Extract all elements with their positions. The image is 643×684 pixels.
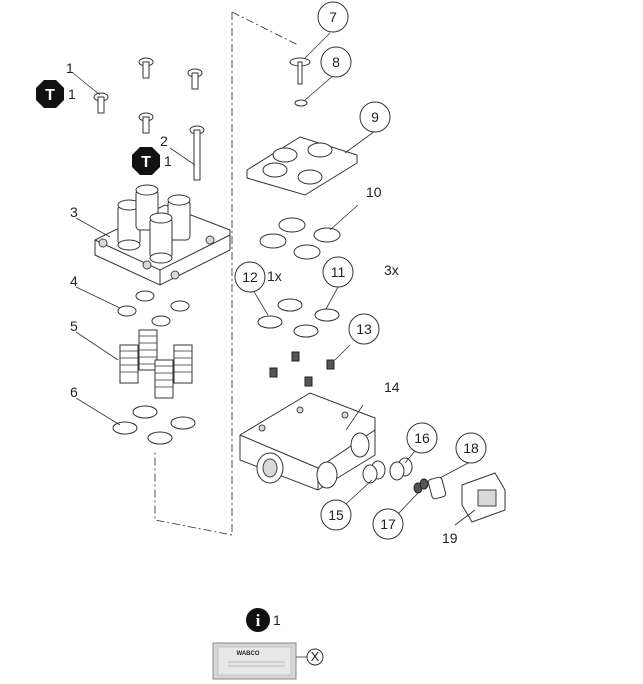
assembly-guide-lines xyxy=(154,11,299,536)
callout-8-circle xyxy=(320,46,352,78)
item-3-cover-block xyxy=(94,184,231,286)
item-11-12-membranes xyxy=(257,298,340,338)
callout-3: 3 xyxy=(70,204,78,220)
torque-count: 1 xyxy=(164,153,172,169)
callout-12-circle xyxy=(234,261,266,293)
callout-4: 4 xyxy=(70,273,78,289)
callout-labels: 1 2 3 4 5 6 10 14 19 7 8 9 11 12 13 15 1… xyxy=(66,1,487,546)
callout-17-circle xyxy=(372,508,404,540)
callout-1: 1 xyxy=(66,60,74,76)
callout-15-circle xyxy=(320,499,352,531)
item-7-stem xyxy=(289,57,311,85)
item-8-washer xyxy=(294,99,308,107)
torque-symbol: T xyxy=(45,87,55,104)
callout-18-circle xyxy=(455,432,487,464)
dashed-guide-left xyxy=(154,12,233,536)
torque-icon xyxy=(36,80,64,108)
callout-2: 2 xyxy=(160,133,168,149)
callout-11-circle xyxy=(322,256,354,288)
screw xyxy=(187,68,203,90)
callout-6: 6 xyxy=(70,384,78,400)
callout-12: 12 xyxy=(242,269,258,285)
item-2-long-screw xyxy=(189,125,205,181)
torque-count: 1 xyxy=(68,86,76,102)
torque-badge-1: T 1 xyxy=(36,80,76,108)
callout-11: 11 xyxy=(331,264,346,280)
callout-7: 7 xyxy=(329,9,337,25)
quantity-note-11: 3x xyxy=(384,262,399,278)
callout-18: 18 xyxy=(463,440,479,456)
grease-pack: WABCO X xyxy=(212,642,324,680)
callout-14: 14 xyxy=(384,379,400,395)
dashed-guide-top xyxy=(231,11,299,46)
item-5-springs xyxy=(119,329,193,399)
callout-16: 16 xyxy=(414,430,430,446)
item-9-gasket-plate xyxy=(246,136,358,196)
item-6-washers xyxy=(112,405,196,445)
info-icon xyxy=(246,608,270,632)
item-13-small-springs xyxy=(269,351,335,387)
screw xyxy=(138,112,154,134)
info-count: 1 xyxy=(273,612,281,628)
torque-badge-2: T 1 xyxy=(132,147,172,175)
torque-icon xyxy=(132,147,160,175)
item-4-seats xyxy=(117,290,190,327)
quantity-note-12: 1x xyxy=(267,268,282,284)
grease-brand: WABCO xyxy=(237,651,260,657)
screw xyxy=(138,57,154,79)
callout-15: 15 xyxy=(328,507,344,523)
item-18-seal xyxy=(427,476,447,500)
item-14-housing xyxy=(239,392,376,491)
callout-7-circle xyxy=(317,1,349,33)
info-badge: i 1 xyxy=(246,608,281,632)
callout-16-circle xyxy=(406,422,438,454)
callout-13-circle xyxy=(348,313,380,345)
callout-8: 8 xyxy=(332,54,340,70)
grease-callout: X xyxy=(311,649,320,664)
item-1-screws xyxy=(93,57,203,134)
item-17-small-parts xyxy=(413,478,429,494)
item-10-diaphragms xyxy=(259,217,341,260)
callout-9: 9 xyxy=(371,109,379,125)
item-19-connector xyxy=(461,472,506,523)
info-symbol: i xyxy=(256,611,261,630)
callout-10: 10 xyxy=(366,184,382,200)
callout-17: 17 xyxy=(380,516,396,532)
callout-5: 5 xyxy=(70,318,78,334)
screw xyxy=(93,92,109,114)
item-16-sleeve xyxy=(389,457,413,481)
callout-13: 13 xyxy=(356,321,372,337)
leader-lines xyxy=(72,32,476,526)
torque-symbol: T xyxy=(141,154,151,171)
callout-9-circle xyxy=(359,101,391,133)
item-15-sleeve xyxy=(362,460,386,484)
callout-19: 19 xyxy=(442,530,458,546)
